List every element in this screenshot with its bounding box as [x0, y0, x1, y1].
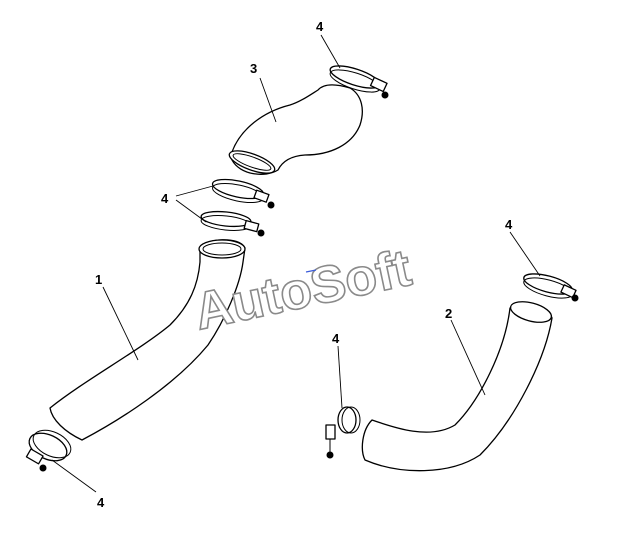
hose-clamp-upper-middle — [211, 178, 275, 209]
hose-part-2 — [361, 301, 553, 472]
leader-lines — [51, 34, 541, 493]
hose-clamp-top — [329, 65, 389, 99]
callout-part-2: 2 — [445, 306, 452, 321]
hose-clamp-right-upper — [523, 273, 579, 302]
hose-clamp-lower-middle — [200, 210, 265, 237]
hose-part-1 — [49, 239, 246, 441]
watermark-marker — [305, 269, 317, 273]
callout-clamp-right-lower: 4 — [332, 331, 340, 346]
callout-part-3: 3 — [250, 61, 257, 76]
callout-clamp-right-upper: 4 — [505, 217, 513, 232]
hose-clamp-bottom-left — [25, 429, 72, 472]
callout-clamp-middle: 4 — [161, 191, 169, 206]
hose-part-3 — [228, 84, 363, 175]
callout-clamp-bottom-left: 4 — [97, 495, 105, 510]
callout-clamp-top: 4 — [316, 19, 324, 34]
callout-part-1: 1 — [95, 272, 102, 287]
hose-clamp-right-lower — [325, 406, 361, 459]
